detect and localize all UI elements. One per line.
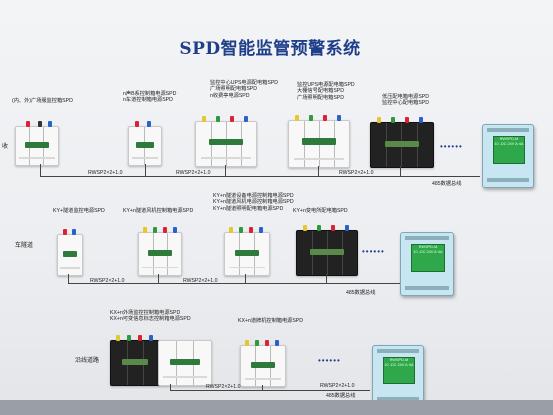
spd-module-r1-4 (288, 115, 350, 168)
bus-wire-r3 (170, 390, 370, 391)
label-r1-e: 低压配电箱电源SPD 监控中心配电箱SPD (382, 94, 429, 107)
spd-module-r2-3 (224, 227, 270, 276)
label-r1-d: 监控UPS电源配电箱SPD 大棚信号配电箱SPD 广场照明配电箱SPD (297, 82, 355, 101)
wire-label-r3-1: RWSP2×2+1.0 (206, 384, 241, 390)
row2-side-label: 车隧道 (15, 243, 34, 249)
wire-label-r1-1: RWSP2×2+1.0 (88, 170, 123, 176)
spd-module-r2-4 (296, 225, 358, 276)
wire-label-r2-1: RWSP2×2+1.0 (90, 278, 125, 284)
bus-dots-r2: •••••• (362, 247, 385, 256)
page-title: SPD智能监管预警系统 (179, 39, 361, 59)
label-r1-b: n声B系控制箱电源SPD n车道控制箱电源SPD (123, 91, 177, 104)
bus-wire-r2 (68, 283, 400, 284)
floor (0, 400, 553, 415)
bus-label-r2: 485数据总线 (346, 290, 376, 296)
label-r1-c: 监控中心UPS电源配电箱SPD 广场照明配电箱SPD n收费亭电源SPD (210, 80, 279, 99)
row3-side-label: 沿线道路 (75, 358, 100, 364)
wire-label-r2-2: RWSP2×2+1.0 (183, 278, 218, 284)
label-r3-a: KX+n外场监控控制箱电源SPD KX+n可变信息标志控制箱电源SPD (110, 310, 191, 323)
label-r2-d: KY+n变电所配电箱SPD (293, 208, 348, 214)
spd-module-r1-5 (370, 117, 434, 168)
label-r2-c: KY+n隧道设备电源控制箱电源SPD KY+n隧道风机电源控制箱电源SPD KY… (213, 193, 294, 212)
spd-module-r1-3 (195, 116, 257, 167)
wire-label-r1-2: RWSP2×2+1.0 (176, 170, 211, 176)
spd-module-r3-2 (158, 340, 212, 386)
wire-label-r1-3: RWSP2×2+1.0 (339, 170, 374, 176)
bus-wire-r1 (40, 176, 480, 177)
row1-side-label: 收 (2, 144, 9, 150)
spd-module-r2-2 (138, 227, 182, 276)
bus-label-r3: 485数据总线 (326, 393, 356, 399)
spd-module-r2-1 (57, 229, 83, 276)
label-r2-b: KY+n隧道风机控制箱电源SPD (123, 208, 194, 214)
bus-dots-r3: •••••• (318, 356, 341, 365)
wire-label-r3-2: RWSP2×2+1.0 (320, 383, 355, 389)
label-r1-a: (内、外)广场服监控箱SPD (12, 98, 73, 104)
spd-module-r1-1 (15, 121, 59, 166)
bus-label-r1: 485数据总线 (432, 181, 462, 187)
label-r3-b: KX+n道牌机控制箱电源SPD (238, 318, 304, 324)
spd-module-r3-3 (240, 340, 286, 387)
bus-dots-r1: •••••• (440, 142, 463, 151)
label-r2-a: KY+隧道监控电源SPD (53, 208, 105, 214)
spd-module-r3-1 (110, 335, 160, 386)
spd-module-r1-2 (128, 121, 162, 166)
